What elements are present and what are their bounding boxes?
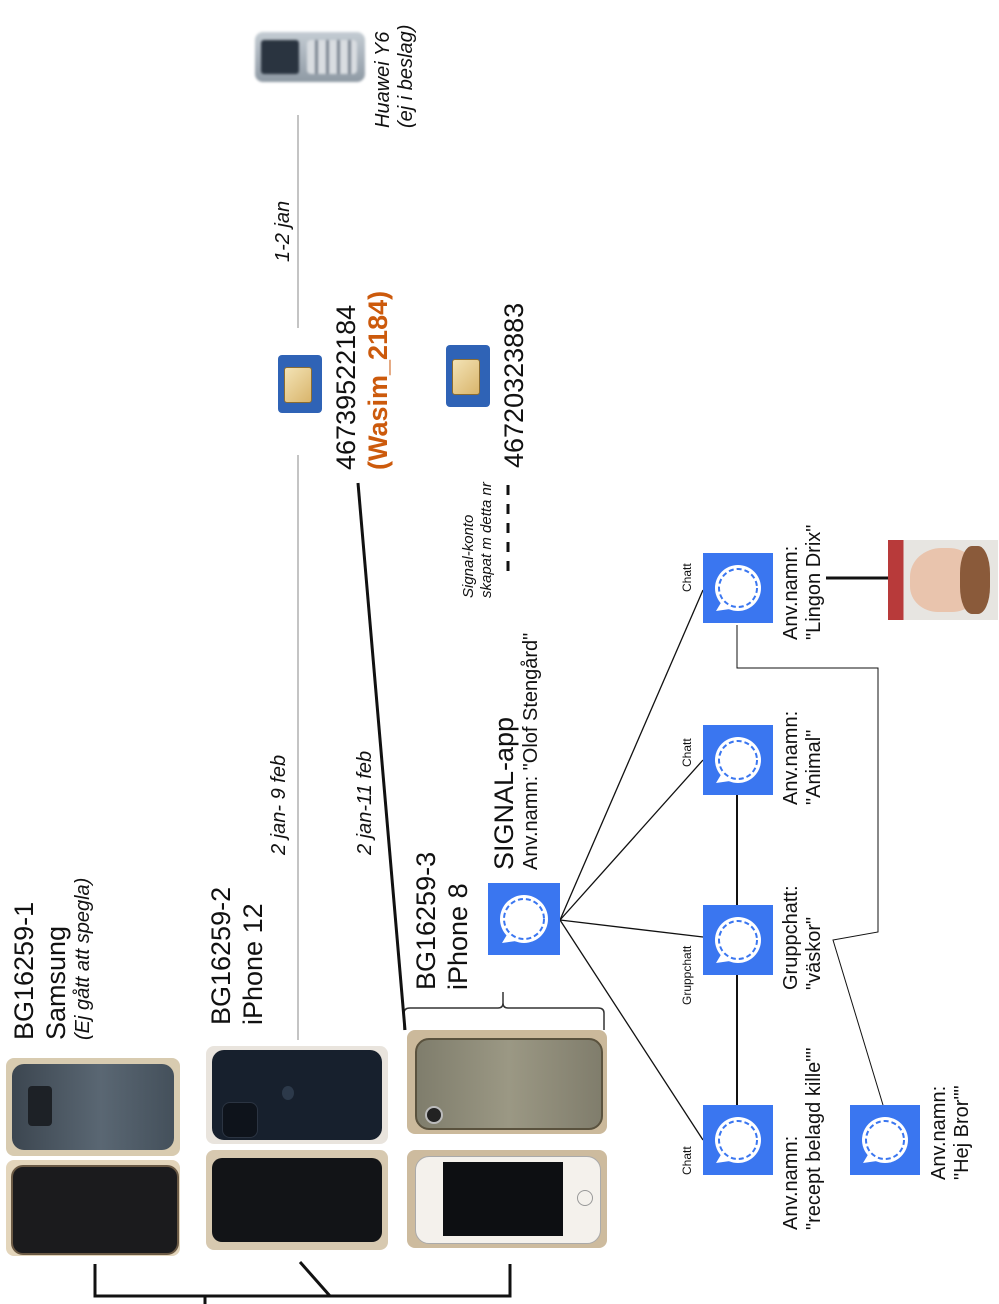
bg3-model: iPhone 8 (443, 883, 473, 990)
chat-node-lingon-icon[interactable] (703, 553, 773, 623)
bg3-id: BG16259-3 (411, 851, 441, 990)
chat-node-recept-icon[interactable] (703, 1105, 773, 1175)
chat-node-animal-icon[interactable] (703, 725, 773, 795)
signal-brace (403, 992, 605, 1030)
sim-card-1-icon (278, 355, 322, 413)
chat-hejbror-line1: Anv.namn: (928, 1085, 950, 1180)
bg1-id: BG16259-1 (9, 901, 39, 1040)
chat-vaskor-line1: Gruppchatt: (780, 885, 802, 990)
chat-hejbror-line2: "Hej Bror"" (951, 1085, 973, 1180)
spoke-vaskor (559, 919, 704, 938)
huawei-note: (ej i beslag) (395, 24, 417, 128)
chat-lingon-line2: "Lingon Drix" (803, 524, 825, 640)
bg2-back-photo (206, 1046, 388, 1144)
period-bg2: 2 jan- 9 feb (268, 754, 290, 855)
chat-name-animal: Anv.namn: "Animal" (780, 711, 826, 805)
chat-node-vaskor-icon[interactable] (703, 905, 773, 975)
sim2-note-line1: Signal-konto (460, 514, 477, 598)
link-lingon-hejbror (736, 625, 884, 1106)
sim1-label: 46739522184 (Wasim_2184) (330, 291, 394, 470)
bg1-note: (Ej gått att spegla) (72, 877, 94, 1040)
signal-app-icon (488, 883, 560, 955)
bg3-label: BG16259-3 iPhone 8 (410, 852, 474, 990)
chat-node-hejbror-icon[interactable] (850, 1105, 920, 1175)
huawei-model: Huawei Y6 (372, 31, 394, 128)
bracket-tick-bg2 (298, 1261, 332, 1297)
sim-card-2-icon (446, 345, 490, 407)
sim1-alias-close: ) (363, 290, 393, 300)
chat-animal-line2: "Animal" (803, 729, 825, 805)
bg3-front-photo (407, 1150, 607, 1248)
bracket-bottom (93, 1264, 512, 1298)
bg1-model: Samsung (41, 925, 71, 1040)
chat-name-lingon: Anv.namn: "Lingon Drix" (780, 525, 826, 640)
signal-app-username: Anv.namn: "Olof Stengård" (520, 632, 542, 870)
huawei-phone-photo (255, 32, 365, 82)
chat-type-animal: Chatt (680, 738, 694, 767)
period-bg3: 2 jan-11 feb (354, 750, 376, 855)
sim1-alias: Wasim_2184 (363, 299, 393, 461)
chat-type-recept: Chatt (680, 1146, 694, 1175)
bg2-label: BG16259-2 iPhone 12 (205, 887, 269, 1025)
chat-type-vaskor: Gruppchatt (680, 945, 694, 1005)
huawei-label: Huawei Y6 (ej i beslag) (372, 25, 418, 128)
chat-type-lingon: Chatt (680, 563, 694, 592)
chat-recept-line2: "recept belagd kille"" (803, 1047, 825, 1230)
bg2-model: iPhone 12 (238, 903, 268, 1025)
bg1-label: BG16259-1 Samsung (Ej gått att spegla) (8, 878, 95, 1040)
sim2-note-line2: skapat m detta nr (478, 482, 495, 598)
sim2-number: 46720323883 (499, 302, 529, 468)
lingon-drix-photo (888, 540, 998, 620)
period-huawei: 1-2 jan (272, 200, 294, 262)
sim1-alias-open: ( (363, 461, 393, 470)
bg1-back-photo (6, 1058, 180, 1156)
chat-name-vaskor: Gruppchatt: "väskor" (780, 885, 826, 990)
signal-app-label: SIGNAL-app Anv.namn: "Olof Stengård" (488, 633, 543, 870)
bg2-id: BG16259-2 (206, 886, 236, 1025)
chat-name-recept: Anv.namn: "recept belagd kille"" (780, 1047, 826, 1230)
spoke-animal (559, 759, 704, 921)
chat-recept-line1: Anv.namn: (780, 1135, 802, 1230)
bg1-front-photo (6, 1160, 180, 1256)
chat-vaskor-line2: "väskor" (803, 916, 825, 990)
bg3-back-photo (407, 1030, 607, 1134)
sim1-number: 46739522184 (331, 304, 361, 470)
line-bg3-sim1 (356, 482, 407, 1031)
spoke-lingon (559, 589, 704, 921)
sim2-note: Signal-konto skapat m detta nr (460, 482, 496, 598)
bg2-front-photo (206, 1150, 388, 1250)
chat-name-hejbror: Anv.namn: "Hej Bror"" (928, 1085, 974, 1180)
spoke-recept (559, 919, 704, 1141)
signal-app-title: SIGNAL-app (489, 716, 519, 870)
chat-lingon-line1: Anv.namn: (780, 545, 802, 640)
chat-animal-line1: Anv.namn: (780, 710, 802, 805)
